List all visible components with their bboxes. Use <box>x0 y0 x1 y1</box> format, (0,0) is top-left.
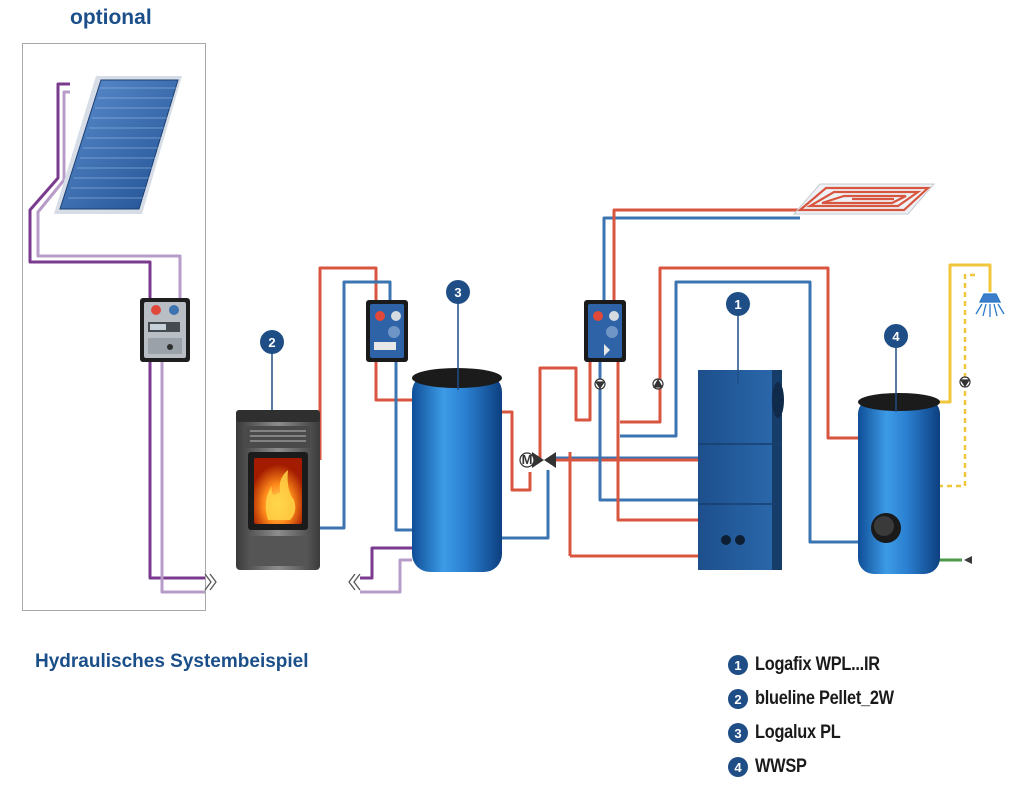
solar-return-pipe <box>36 90 182 298</box>
pump-symbols <box>594 376 971 390</box>
number-markers: 2 3 1 4 <box>260 280 908 412</box>
hydraulic-diagram: M <box>28 76 1005 594</box>
group2-return <box>616 362 700 522</box>
floor-heating-supply <box>602 216 800 300</box>
legend-item: 1 Logafix WPL...IR <box>728 648 916 682</box>
marker-4 <box>884 324 908 348</box>
legend-number: 2 <box>728 689 748 709</box>
legend-number: 3 <box>728 723 748 743</box>
underfloor-heating-coil <box>792 183 936 215</box>
solar-pipe-break-left <box>204 573 217 591</box>
legend: 1 Logafix WPL...IR 2 blueline Pellet_2W … <box>728 648 916 784</box>
heating-pipes <box>318 208 860 558</box>
stove-return-pipe <box>320 280 392 530</box>
pump-group-2 <box>584 300 626 362</box>
cold-water-inlet-arrow <box>964 556 972 564</box>
marker-2 <box>260 330 284 354</box>
solar-pipe-break-right <box>348 573 361 591</box>
marker-2-text: 2 <box>268 335 275 350</box>
hp-to-dhw-flow <box>620 266 860 440</box>
mixer-to-group2 <box>538 362 592 458</box>
marker-1-text: 1 <box>734 297 741 312</box>
heat-pump-unit <box>698 370 784 570</box>
solar-to-tank-pipe-2 <box>360 558 412 594</box>
marker-4-text: 4 <box>892 329 900 344</box>
legend-label: WWSP <box>755 756 807 777</box>
tank-to-mixer-return <box>500 470 550 540</box>
dhw-hot-pipe <box>938 263 992 404</box>
legend-label: Logafix WPL...IR <box>755 654 880 675</box>
dhw-pipes <box>938 263 992 564</box>
group2-flow <box>598 362 700 502</box>
legend-number: 4 <box>728 757 748 777</box>
solar-flow-pipe <box>28 82 152 298</box>
marker-1 <box>726 292 750 316</box>
group1-to-tank-cold <box>394 362 414 532</box>
optional-solar-frame <box>22 43 206 611</box>
marker-3 <box>446 280 470 304</box>
solar-collector <box>54 76 182 214</box>
diagram-title: Hydraulisches Systembeispiel <box>35 651 309 672</box>
floor-heating-return <box>612 208 800 300</box>
dhw-circulation-pipe <box>938 273 975 488</box>
legend-item: 4 WWSP <box>728 750 916 784</box>
marker-3-text: 3 <box>454 285 461 300</box>
solar-down-pipe-1 <box>148 362 205 580</box>
legend-label: Logalux PL <box>755 722 841 743</box>
stove-flow-pipe <box>318 266 378 460</box>
mixing-valve: M <box>519 452 556 468</box>
legend-label: blueline Pellet_2W <box>755 688 894 709</box>
tank-to-mixer-hot <box>500 410 532 492</box>
pump-group-1 <box>366 300 408 362</box>
solar-pipes <box>28 82 412 594</box>
dhw-tank <box>858 393 940 574</box>
shower-head-icon <box>975 293 1005 317</box>
legend-number: 1 <box>728 655 748 675</box>
solar-pump-station <box>140 298 190 362</box>
mixer-label: M <box>522 452 533 467</box>
solar-down-pipe-2 <box>160 362 205 594</box>
hp-to-dhw-return <box>620 280 860 544</box>
buffer-tank <box>412 368 502 572</box>
optional-label: optional <box>70 6 152 29</box>
group1-to-tank-hot <box>374 362 414 402</box>
pellet-stove <box>236 410 320 570</box>
legend-item: 3 Logalux PL <box>728 716 916 750</box>
solar-to-tank-pipe-1 <box>360 546 412 580</box>
legend-item: 2 blueline Pellet_2W <box>728 682 916 716</box>
